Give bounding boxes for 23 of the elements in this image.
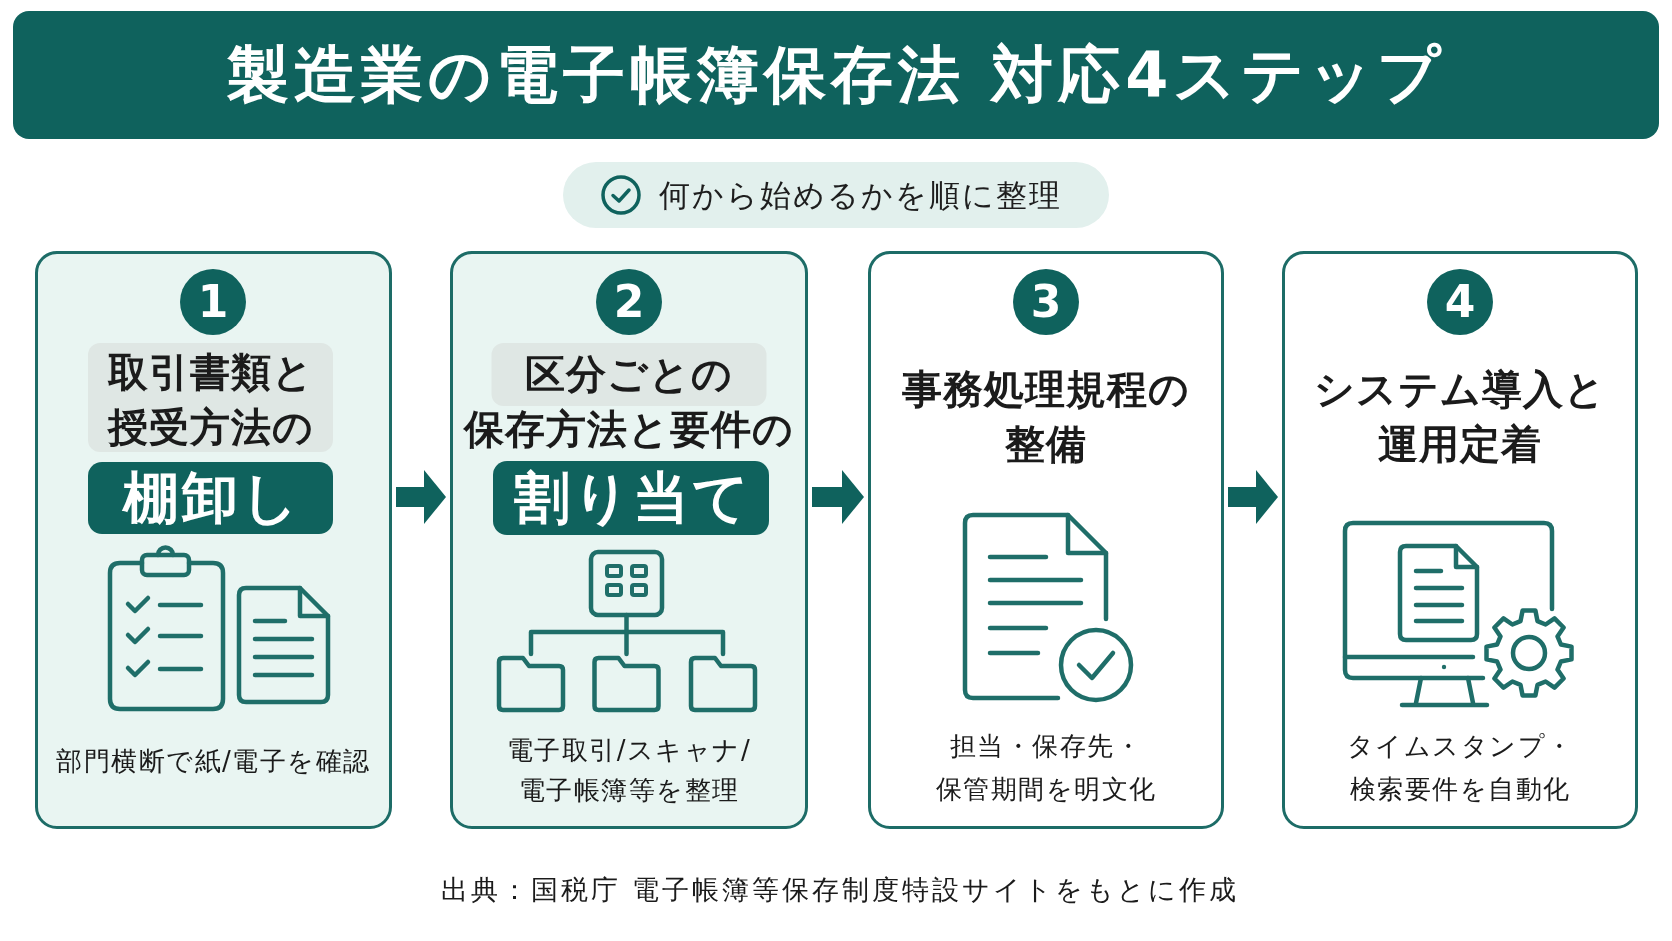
number-circle: 1	[180, 269, 246, 335]
badge-text: 何から始めるかを順に整理	[659, 176, 1062, 215]
step-description: 部門横断で紙/電子を確認	[56, 745, 371, 778]
source-note: 出典：国税庁 電子帳簿等保存制度特設サイトをもとに作成	[440, 873, 1240, 907]
step-card	[450, 251, 808, 829]
arrow	[812, 470, 864, 524]
step-card	[1282, 251, 1638, 829]
number-circle: 2	[596, 269, 662, 335]
arrow	[396, 470, 446, 524]
step-description: 担当・保存先・保管期間を明文化	[935, 730, 1157, 806]
title-banner: 製造業の電子帳簿保存法 対応4ステップ	[13, 11, 1659, 139]
keyword-banner: 棚卸し	[88, 462, 333, 534]
step-title: 取引書類と授受方法の	[88, 343, 333, 452]
step-description: 電子取引/スキャナ/電子帳簿等を整理	[506, 734, 752, 807]
keyword-banner: 割り当て	[493, 461, 769, 535]
arrow	[1228, 470, 1278, 524]
number-circle: 4	[1427, 269, 1493, 335]
number-circle: 3	[1013, 269, 1079, 335]
step-description: タイムスタンプ・検索要件を自動化	[1346, 730, 1574, 806]
step-card	[868, 251, 1224, 829]
step-title: 事務処理規程の整備	[902, 365, 1190, 469]
step-card	[35, 251, 392, 829]
step-title: システム導入と運用定着	[1314, 365, 1606, 469]
